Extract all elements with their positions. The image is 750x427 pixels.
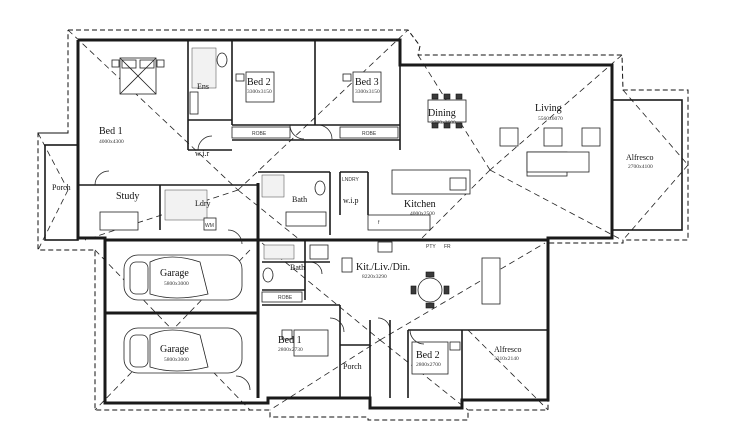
robe-label-bed3: ROBE [362,131,377,137]
label-bath-upper: Bath [292,195,307,204]
dim-bed1-upper: 4000x4300 [99,139,124,145]
label-garage-bottom: Garage [160,344,189,355]
wm-label: WM [205,223,214,229]
pantry-label: PTY [426,244,436,250]
fixture-labels: ROBE ROBE ROBE LNDRY WM f PTY FR [205,131,451,301]
label-garage-top: Garage [160,268,189,279]
label-living: Living [535,103,562,114]
label-porch-lower: Porch [343,362,362,371]
robe-label-lower: ROBE [278,295,293,301]
label-wip: w.i.p [343,196,358,205]
walls [44,38,683,410]
door-swings [94,124,425,391]
label-bed1-lower: Bed 1 [278,335,302,346]
label-kitchen: Kitchen [404,199,436,210]
robe-label-bed2: ROBE [252,131,267,137]
dim-kitchen: 4000x2500 [410,211,435,217]
dim-dining: 2700x2600 [431,120,456,126]
label-bed1-upper: Bed 1 [99,126,123,137]
label-bath-lower: Bath [290,263,305,272]
dim-living: 5560x6070 [538,116,563,122]
dim-alfresco-right: 2700x4100 [628,164,653,170]
dim-alfresco-lower: 3310x2140 [494,356,519,362]
dim-bed2-upper: 3300x3150 [247,89,272,95]
lndry-label: LNDRY [342,177,360,183]
car-top [123,254,243,301]
dim-garage-bottom: 5800x3000 [164,357,189,363]
roof-outline [37,29,689,421]
fridge-label: f [378,220,380,226]
dim-kit-liv-din: 8220x3290 [362,274,387,280]
label-wir-upper: w.i.r [195,149,209,158]
room-labels: Bed 1 4000x4300 Ens w.i.r Bed 2 3300x315… [52,77,654,371]
label-bed2-lower: Bed 2 [416,350,440,361]
label-bed3: Bed 3 [355,77,379,88]
label-kit-liv-din: Kit./Liv./Din. [356,262,410,273]
label-ldry: Ldry [195,199,211,208]
dim-garage-top: 5800x3000 [164,281,189,287]
dim-bed3: 3300x3150 [355,89,380,95]
label-bed2-upper: Bed 2 [247,77,271,88]
fr-label: FR [444,244,451,250]
label-alfresco-right: Alfresco [626,153,654,162]
label-study: Study [116,191,139,202]
furniture [99,47,601,375]
label-dining: Dining [428,108,456,119]
label-ens: Ens [197,82,209,91]
dim-bed1-lower: 2800x2730 [278,347,303,353]
label-porch-left: Porch [52,183,71,192]
label-alfresco-lower: Alfresco [494,345,522,354]
dim-bed2-lower: 2800x2700 [416,362,441,368]
car-bottom [123,327,243,374]
